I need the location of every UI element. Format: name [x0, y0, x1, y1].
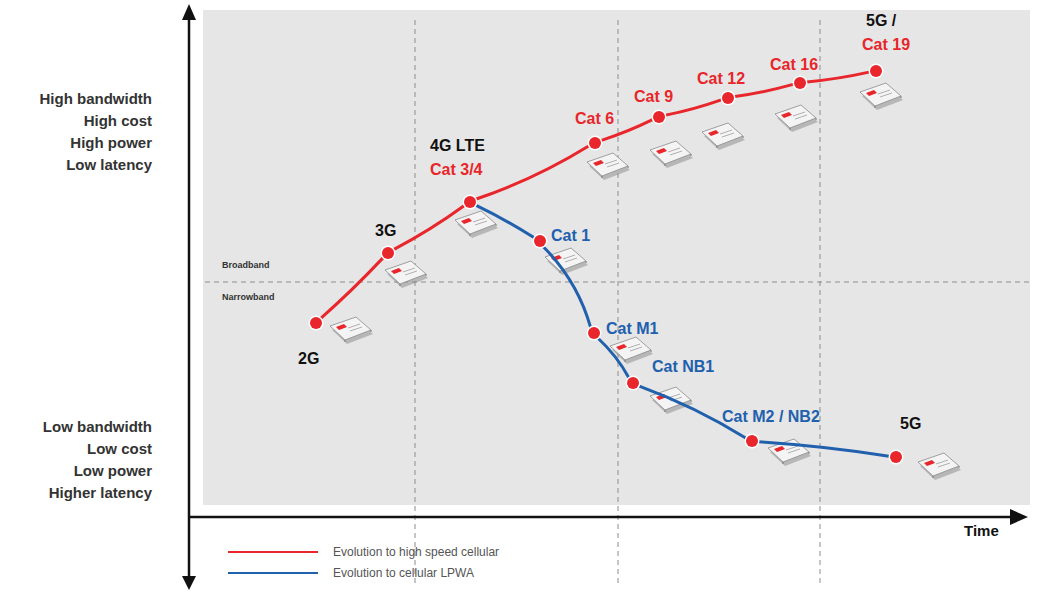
milestone-label: Cat M1 — [606, 320, 658, 338]
axis-label: High power — [70, 134, 152, 151]
milestone-dot: Cat 12 — [722, 92, 734, 104]
axis-label: High bandwidth — [40, 90, 152, 107]
milestone-dot: 2G — [310, 317, 322, 329]
milestone-label: 3G — [375, 222, 396, 240]
milestone-label: Cat 6 — [575, 110, 614, 128]
axis-label: Low power — [74, 462, 152, 479]
axis-label: Low cost — [87, 440, 152, 457]
axis-label: Low latency — [66, 156, 152, 173]
evolution-curve — [476, 146, 588, 199]
milestone-label: Cat NB1 — [652, 358, 714, 376]
milestone-dot: Cat 9 — [653, 111, 665, 123]
evolution-curve — [476, 205, 534, 237]
milestone-label: Cat 12 — [697, 70, 745, 88]
axes — [182, 4, 1028, 590]
milestone-dot: 4G LTECat 3/4 — [464, 196, 476, 208]
milestone-dot: Cat 1 — [534, 235, 546, 247]
evolution-curve — [394, 206, 464, 250]
milestone-dot: Cat 16 — [794, 77, 806, 89]
legend-text: Evolution to high speed cellular — [333, 545, 499, 559]
milestone-label: 2G — [298, 350, 319, 368]
milestone-dot: Cat M1 — [588, 327, 600, 339]
milestone-label: Cat 19 — [862, 36, 910, 54]
plot-area — [203, 10, 1030, 505]
milestone-label: 5G — [900, 415, 921, 433]
evolution-curve — [321, 258, 383, 318]
module-icons — [330, 83, 961, 480]
axis-label: High cost — [84, 112, 152, 129]
milestone-label: 5G / — [866, 12, 896, 30]
axis-label: Low bandwidth — [43, 418, 152, 435]
milestone-label: Cat 9 — [634, 88, 673, 106]
milestone-label: Cat 16 — [770, 56, 818, 74]
evolution-curve — [598, 339, 628, 378]
milestone-label: Cat 3/4 — [430, 161, 482, 179]
milestone-label: 4G LTE — [430, 137, 485, 155]
axis-label: Broadband — [222, 260, 270, 270]
axis-label: Higher latency — [49, 484, 152, 501]
milestone-dot: 5G — [890, 451, 902, 463]
milestone-dot: Cat M2 / NB2 — [746, 435, 758, 447]
grid-lines — [205, 20, 1030, 585]
milestone-dot: 3G — [382, 247, 394, 259]
evolution-curve — [544, 247, 591, 327]
milestone-dot: Cat NB1 — [627, 377, 639, 389]
milestone-label: Cat M2 / NB2 — [722, 408, 820, 426]
legend-lines — [228, 552, 318, 573]
milestone-dot: 5G /Cat 19 — [870, 65, 882, 77]
milestone-dot: Cat 6 — [589, 137, 601, 149]
axis-label: Time — [964, 522, 999, 539]
axis-label: Narrowband — [222, 292, 275, 302]
milestone-label: Cat 1 — [551, 227, 590, 245]
evolution-curve — [807, 72, 869, 82]
evolution-curve — [759, 442, 889, 456]
evolution-curve — [666, 100, 722, 115]
legend-text: Evolution to cellular LPWA — [333, 566, 474, 580]
